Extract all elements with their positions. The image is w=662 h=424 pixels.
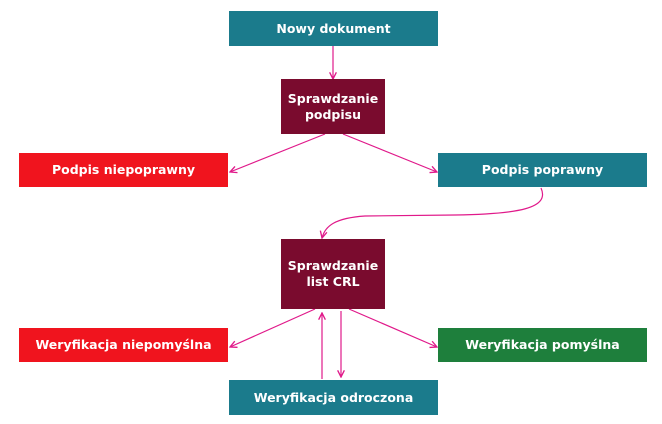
- edge-check-crl-to-verification-passed: [348, 308, 437, 347]
- node-check-signature-label-line2: podpisu: [304, 106, 362, 122]
- node-verification-passed: Weryfikacja pomyślna: [438, 328, 647, 362]
- node-signature-valid: Podpis poprawny: [438, 153, 647, 187]
- node-new-document: Nowy dokument: [229, 11, 438, 46]
- node-signature-invalid-label: Podpis niepoprawny: [51, 162, 196, 178]
- node-check-crl: Sprawdzanie list CRL: [281, 239, 385, 309]
- node-signature-invalid: Podpis niepoprawny: [19, 153, 228, 187]
- node-check-signature: Sprawdzanie podpisu: [281, 79, 385, 134]
- edge-check-signature-to-signature-valid: [342, 133, 437, 172]
- node-verification-failed: Weryfikacja niepomyślna: [19, 328, 228, 362]
- node-verification-deferred: Weryfikacja odroczona: [229, 380, 438, 415]
- node-check-signature-label-line1: Sprawdzanie: [287, 90, 379, 106]
- node-check-crl-label-line2: list CRL: [306, 274, 360, 289]
- node-verification-deferred-label: Weryfikacja odroczona: [253, 389, 414, 405]
- edge-check-signature-to-signature-invalid: [230, 133, 326, 172]
- node-signature-valid-label: Podpis poprawny: [481, 162, 604, 178]
- node-new-document-label: Nowy dokument: [276, 20, 391, 36]
- edge-check-crl-to-verification-failed: [230, 308, 316, 347]
- node-verification-failed-label: Weryfikacja niepomyślna: [35, 337, 212, 353]
- node-verification-passed-label: Weryfikacja pomyślna: [465, 337, 620, 353]
- edge-signature-valid-to-check-crl: [322, 187, 544, 238]
- node-check-crl-label-line1: Sprawdzanie: [287, 258, 379, 274]
